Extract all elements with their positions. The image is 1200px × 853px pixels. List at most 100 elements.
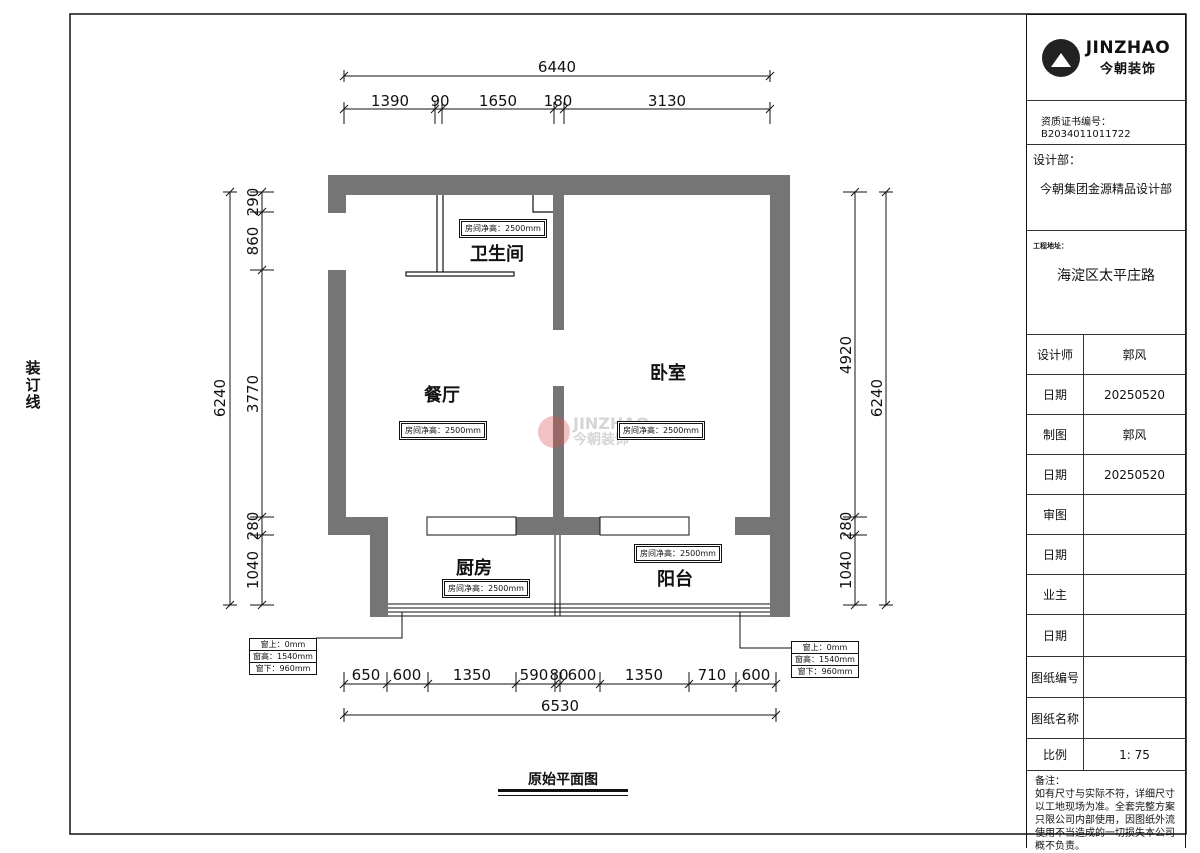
window-spec-tag-right: 窗上：0mm 窗高：1540mm 窗下：960mm <box>791 641 859 678</box>
kitchen-left-wall <box>370 517 388 617</box>
logo-en-text: JINZHAO <box>1085 38 1171 58</box>
row-label: 日期 <box>1027 455 1084 494</box>
row-label: 图纸编号 <box>1027 657 1084 697</box>
row-label: 比例 <box>1027 739 1084 770</box>
dim-bottom-seg: 650 <box>352 666 381 684</box>
title-block-row: 制图 郭风 <box>1027 415 1185 455</box>
top-wall <box>328 175 790 195</box>
dim-top-seg: 3130 <box>648 92 686 110</box>
title-block-row: 审图 <box>1027 495 1185 535</box>
dim-top-seg: 90 <box>430 92 449 110</box>
middle-lower-wall <box>516 517 600 535</box>
dim-left-seg: 280 <box>244 512 262 541</box>
dim-bottom-overall: 6530 <box>541 697 579 715</box>
title-block-row: 日期 20250520 <box>1027 375 1185 415</box>
door-opening-left <box>426 516 517 536</box>
top-left-wall-stub <box>328 175 346 213</box>
row-value: 20250520 <box>1103 387 1166 402</box>
room-height-tag: 房间净高：2500mm <box>617 421 705 440</box>
title-block-row: 图纸编号 <box>1027 657 1185 698</box>
row-value: 20250520 <box>1103 467 1166 482</box>
dept-value: 今朝集团金源精品设计部 <box>1039 182 1172 196</box>
row-label: 图纸名称 <box>1027 698 1084 738</box>
drawing-title: 原始平面图 <box>528 772 598 788</box>
room-name-bathroom: 卫生间 <box>470 244 524 265</box>
dept-cell: 设计部： 今朝集团金源精品设计部 <box>1027 145 1185 231</box>
watermark-cn: 今朝装饰 <box>573 432 629 448</box>
company-logo: JINZHAO 今朝装饰 <box>1027 15 1185 101</box>
dim-bottom-seg: 600 <box>742 666 771 684</box>
notes-label: 备注： <box>1035 776 1065 787</box>
binding-line-label: 装订线 <box>25 359 41 411</box>
room-height-tag: 房间净高：2500mm <box>442 579 530 598</box>
title-block-row: 设计师 郭风 <box>1027 335 1185 375</box>
cert-number: B2034011011722 <box>1041 129 1131 140</box>
dim-bottom-seg: 600 <box>393 666 422 684</box>
title-block-row: 日期 <box>1027 615 1185 657</box>
dim-top-seg: 1390 <box>371 92 409 110</box>
row-value <box>1084 575 1185 614</box>
title-block-row: 比例 1: 75 <box>1027 739 1185 771</box>
notes-text: 如有尺寸与实际不符，详细尺寸以工地现场为准。全套完整方案只限公司内部使用，因图纸… <box>1035 789 1175 852</box>
row-label: 制图 <box>1027 415 1084 454</box>
address-label: 工程地址： <box>1033 242 1068 250</box>
room-name-dining: 餐厅 <box>424 385 460 406</box>
room-height-tag: 房间净高：2500mm <box>634 544 722 563</box>
dept-label: 设计部： <box>1033 153 1082 167</box>
row-label: 设计师 <box>1027 335 1084 374</box>
row-label: 日期 <box>1027 535 1084 574</box>
dim-left-seg: 3770 <box>244 375 262 413</box>
address-value: 海淀区太平庄路 <box>1057 268 1155 284</box>
dim-left-seg: 860 <box>244 227 262 256</box>
dim-left-seg: 1040 <box>244 551 262 589</box>
room-height-tag: 房间净高：2500mm <box>459 219 547 238</box>
title-block-row: 日期 20250520 <box>1027 455 1185 495</box>
row-value <box>1084 615 1185 656</box>
room-name-kitchen: 厨房 <box>456 558 492 579</box>
title-underline-thin <box>498 795 628 796</box>
dim-bottom-seg: 1350 <box>625 666 663 684</box>
row-value <box>1084 657 1185 697</box>
dim-bottom-seg: 600 <box>568 666 597 684</box>
walls <box>328 175 790 617</box>
room-name-bedroom: 卧室 <box>650 363 686 384</box>
title-underline <box>498 789 628 792</box>
dim-left-seg: 290 <box>244 188 262 217</box>
partition-upper <box>553 195 564 330</box>
row-label: 日期 <box>1027 615 1084 656</box>
right-wall <box>770 175 790 535</box>
title-block-row: 业主 <box>1027 575 1185 615</box>
cert-label: 资质证书编号： <box>1041 117 1111 128</box>
dim-top-overall: 6440 <box>538 58 576 76</box>
dim-left-overall: 6240 <box>211 379 229 417</box>
dim-bottom-seg: 1350 <box>453 666 491 684</box>
door-opening-right <box>599 516 690 536</box>
row-label: 审图 <box>1027 495 1084 534</box>
room-height-tag: 房间净高：2500mm <box>399 421 487 440</box>
title-block-row: 图纸名称 <box>1027 698 1185 739</box>
cert-cell: 资质证书编号： B2034011011722 <box>1027 101 1185 145</box>
drawing-frame <box>69 13 1187 835</box>
dim-bottom-seg: 710 <box>698 666 727 684</box>
logo-cn-text: 今朝装饰 <box>1099 62 1156 77</box>
row-label: 日期 <box>1027 375 1084 414</box>
row-value: 1: 75 <box>1119 747 1150 762</box>
address-cell: 工程地址： 海淀区太平庄路 <box>1027 231 1185 335</box>
watermark-logo-icon <box>538 416 570 448</box>
dim-bottom-seg: 80 <box>549 666 568 684</box>
row-value <box>1084 495 1185 534</box>
partition-lower <box>553 386 564 518</box>
window-spec-tag-left: 窗上：0mm 窗高：1540mm 窗下：960mm <box>249 638 317 675</box>
dim-right-mid: 4920 <box>837 336 855 374</box>
jinzhao-logo-icon <box>1041 38 1080 77</box>
dimension-lines <box>223 70 893 722</box>
bottom-windows <box>388 535 770 617</box>
dim-top-seg: 1650 <box>479 92 517 110</box>
left-wall <box>328 270 346 535</box>
room-name-balcony: 阳台 <box>657 569 693 590</box>
row-value: 郭风 <box>1122 428 1147 442</box>
row-value: 郭风 <box>1122 348 1147 362</box>
row-value <box>1084 535 1185 574</box>
title-block-row: 日期 <box>1027 535 1185 575</box>
dimension-texts: 6440 1390 90 1650 180 3130 6240 290 860 … <box>211 58 886 715</box>
